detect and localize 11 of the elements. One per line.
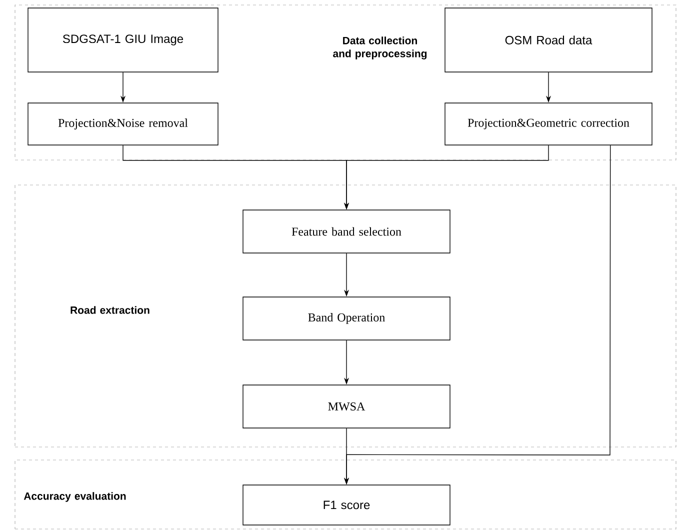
process-box: Feature band selection [242,210,450,254]
panel-heading: Accuracy evaluation [24,492,126,502]
process-box: Projection&Noise removal [28,102,218,146]
panel-heading: Data collection and preprocessing [333,36,427,60]
process-box: F1 score [242,484,450,526]
panel-heading: Road extraction [70,306,150,314]
process-box: Band Operation [242,296,450,340]
process-box: OSM Road data [444,8,652,72]
process-box: MWSA [242,384,450,428]
process-box: Projection&Geometric correction [444,102,652,146]
process-box: SDGSAT-1 GIU Image [28,8,218,72]
